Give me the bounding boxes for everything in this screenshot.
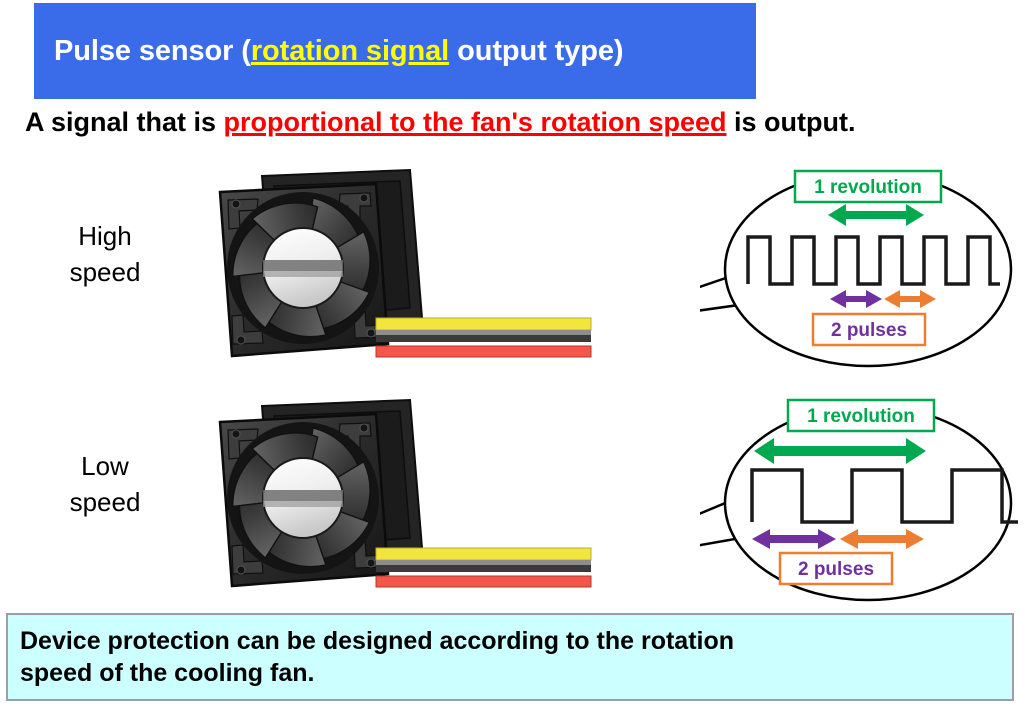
waveform-low-speed [750,468,1018,524]
revolution-label-box [793,169,943,204]
yellow-wire [375,317,592,331]
subtitle-emphasis: proportional to the fan's rotation speed [223,107,727,137]
fan-wire-bundle [375,317,592,358]
speed-label-low-line1: Low [81,451,129,481]
pulses-label-text: 2 pulses [798,559,874,580]
pulses-label-box [811,312,927,347]
red-wire [375,575,592,588]
fan-wire-bundle [375,547,592,588]
title-banner: Pulse sensor (rotation signal output typ… [34,3,756,99]
footer-line-1: Device protection can be designed accord… [20,627,735,655]
cooling-fan-high-speed [214,168,614,383]
revolution-label-text: 1 revolution [807,406,915,427]
callout-high-speed: 1 revolution 2 pulses [581,162,1024,387]
gray-wire-sheath [376,560,591,565]
speed-label-high-line1: High [78,221,132,251]
revolution-arrow [754,438,926,464]
subtitle-text: A signal that is proportional to the fan… [25,106,1005,138]
footer-text: Device protection can be designed accord… [8,625,746,689]
callout-balloon-svg: 1 revolution 2 pulses [569,398,1018,602]
pulse-arrow-purple [752,529,836,549]
red-wire [375,345,592,358]
pulse-arrow-orange [840,529,924,549]
revolution-label-box [786,398,936,433]
black-wire [376,565,591,572]
subtitle-suffix: is output. [726,107,856,137]
pulse-arrow-orange [884,290,936,308]
footer-line-2: speed of the cooling fan. [20,659,315,687]
pulses-label-box [778,551,894,586]
revolution-arrow [828,204,924,226]
speed-label-high-line2: speed [69,257,141,287]
footer-banner: Device protection can be designed accord… [6,613,1014,701]
pulses-label-text: 2 pulses [831,320,907,341]
subtitle-prefix: A signal that is [25,107,224,137]
callout-low-speed: 1 revolution 2 pulses [569,396,1024,621]
page-title: Pulse sensor (rotation signal output typ… [34,34,624,68]
black-wire [376,335,591,342]
speed-label-low: Low speed [30,448,180,520]
pulse-arrow-purple [830,290,882,308]
title-prefix: Pulse sensor ( [54,34,251,67]
cooling-fan-low-speed [214,398,614,613]
gray-wire-sheath [376,330,591,335]
callout-balloon-svg: 1 revolution 2 pulses [581,169,1013,368]
waveform-high-speed [746,235,1000,286]
fan-illustration-svg [218,398,592,588]
revolution-label-text: 1 revolution [814,177,922,198]
speed-label-low-line2: speed [69,487,141,517]
speed-label-high: High speed [30,218,180,290]
yellow-wire [375,547,592,561]
fan-illustration-svg [218,168,592,358]
title-highlight: rotation signal [250,34,450,67]
title-suffix: output type) [449,34,624,67]
